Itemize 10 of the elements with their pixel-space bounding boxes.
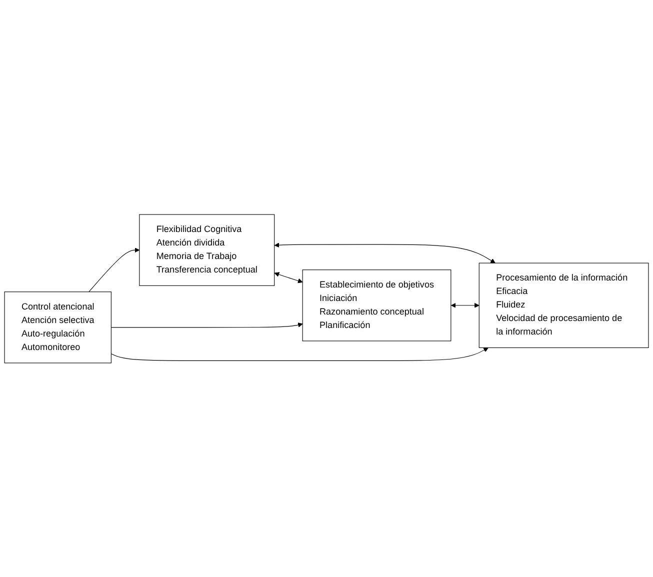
- arrow: [110, 322, 303, 328]
- arrow: [274, 272, 303, 283]
- node-box: Procesamiento de la información Eficacia Fluidez Velocidad de procesamiento de la información: [478, 262, 649, 348]
- arrow: [450, 302, 480, 308]
- arrow: [110, 347, 488, 361]
- arrow: [88, 247, 140, 292]
- node-box: Establecimiento de objetivos Iniciación Razonamiento conceptual Planificación: [302, 269, 452, 341]
- arrow: [274, 242, 496, 264]
- node-box: Flexibilidad Cognitiva Atención dividida Memoria de Trabajo Transferencia conceptual: [139, 214, 275, 286]
- node-box: Control atencional Atención selectiva Auto-regulación Automonitoreo: [4, 291, 112, 363]
